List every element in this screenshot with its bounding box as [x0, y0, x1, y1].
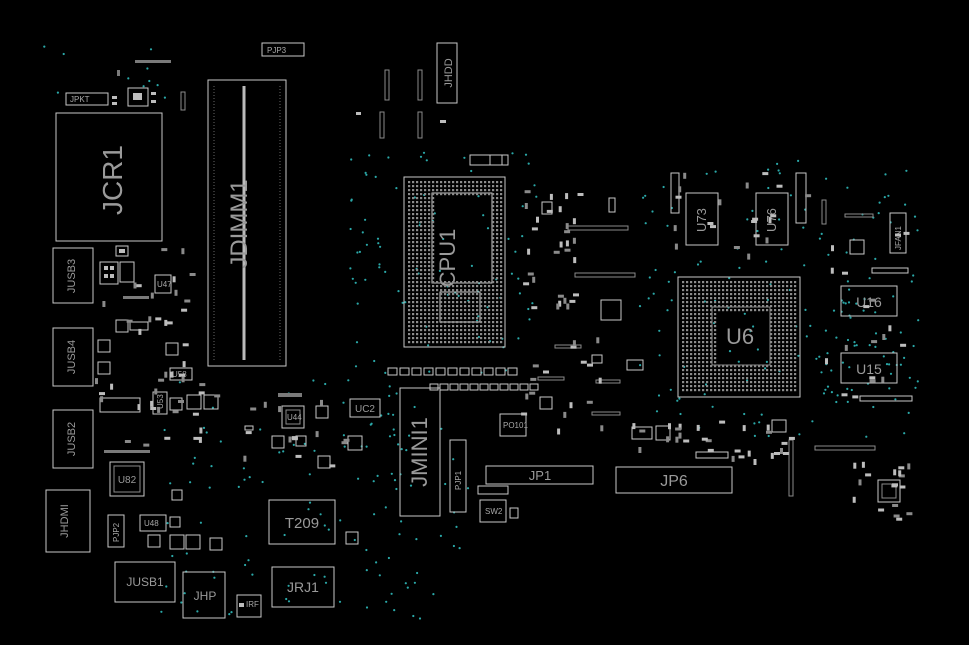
- cpu-top-parts: [469, 154, 509, 166]
- u6-label: U6: [726, 324, 754, 349]
- jusb4-label: JUSB4: [66, 340, 78, 374]
- u6-gpu[interactable]: U6: [677, 276, 801, 398]
- u76-memory-chip[interactable]: U76: [755, 192, 789, 246]
- jmini1-slot[interactable]: JMINI1: [399, 387, 441, 517]
- usb-area-parts: U47 U58 U53: [97, 245, 219, 453]
- u53-label: U53: [156, 394, 165, 409]
- sw2-label: SW2: [485, 507, 503, 516]
- jhp-label: JHP: [194, 589, 217, 603]
- u47-label: U47: [157, 280, 172, 289]
- jusb3-connector[interactable]: JUSB3: [52, 247, 94, 304]
- cpu-capacitor-row: [387, 367, 539, 391]
- u15-memory-chip[interactable]: U15: [840, 352, 898, 384]
- u73-label: U73: [694, 208, 709, 232]
- jusb4-connector[interactable]: JUSB4: [52, 327, 94, 387]
- u73-memory-chip[interactable]: U73: [685, 192, 719, 246]
- uc2-label: UC2: [355, 404, 375, 415]
- u48-label: U48: [144, 519, 159, 528]
- mid-left-parts: [244, 393, 363, 545]
- jrj1-label: JRJ1: [287, 579, 319, 595]
- right-side-parts: [695, 395, 913, 503]
- u82-chip[interactable]: U82: [109, 461, 145, 497]
- jusb2-connector[interactable]: JUSB2: [52, 409, 94, 469]
- jcr1-card-reader[interactable]: JCR1: [55, 112, 163, 242]
- pjp2-label: PJP2: [112, 522, 121, 542]
- jfan1-label: JFAN1: [894, 225, 903, 250]
- jp6-label: JP6: [660, 473, 688, 490]
- irf-label: IRF: [246, 600, 259, 609]
- mid-parts: [537, 197, 671, 441]
- u82-label: U82: [118, 475, 137, 486]
- jusb1-label: JUSB1: [126, 575, 164, 589]
- jcr1-label: JCR1: [97, 145, 128, 215]
- u15-label: U15: [856, 361, 882, 377]
- jhp-connector[interactable]: JHP: [182, 571, 226, 619]
- jusb1-connector[interactable]: JUSB1: [114, 561, 176, 603]
- via-field: [43, 45, 920, 620]
- t209-label: T209: [285, 515, 319, 532]
- pjp3-jumper[interactable]: PJP3: [261, 42, 305, 57]
- u48-area-parts: [147, 489, 223, 551]
- irf-sensor[interactable]: IRF: [236, 594, 262, 618]
- jpkt-label: JPKT: [70, 95, 90, 104]
- jdimm1-memory-slot[interactable]: JDIMM1: [207, 79, 287, 367]
- jfan1-area-parts: [844, 213, 909, 274]
- jdimm1-label: JDIMM1: [226, 179, 253, 268]
- u44-chip[interactable]: U44: [281, 405, 305, 429]
- t209-transformer[interactable]: T209: [268, 499, 336, 545]
- uc2-chip[interactable]: UC2: [349, 398, 381, 418]
- jhdmi-connector[interactable]: JHDMI: [45, 489, 91, 553]
- jhdd-connector[interactable]: JHDD: [436, 42, 458, 104]
- jhdd-area-parts: [356, 69, 446, 139]
- jhdd-label: JHDD: [443, 58, 455, 87]
- pjp1-label: PJP1: [454, 470, 463, 490]
- jusb2-label: JUSB2: [66, 422, 78, 456]
- jusb3-label: JUSB3: [66, 259, 78, 293]
- jcr1-top-parts: [112, 60, 186, 111]
- pjp1-jumper[interactable]: PJP1: [449, 439, 467, 513]
- u48-chip[interactable]: U48: [139, 514, 167, 532]
- jp6-connector[interactable]: JP6: [615, 466, 733, 494]
- u44-label: U44: [287, 413, 302, 422]
- jp1-label: JP1: [529, 468, 551, 483]
- pjp2-jumper[interactable]: PJP2: [107, 514, 125, 548]
- memory-side-parts: [670, 172, 827, 225]
- pjp3-label: PJP3: [267, 46, 287, 55]
- sw2-area-parts: [477, 485, 519, 519]
- u16-label: U16: [856, 294, 882, 310]
- cpu1-processor[interactable]: CPU1: [403, 176, 506, 348]
- jmini1-label: JMINI1: [407, 417, 432, 487]
- po101-label: PO101: [503, 421, 528, 430]
- jp1-connector[interactable]: JP1: [485, 465, 594, 485]
- jhdmi-label: JHDMI: [59, 504, 71, 538]
- u16-memory-chip[interactable]: U16: [840, 285, 898, 317]
- sw2-switch[interactable]: SW2: [479, 499, 507, 523]
- jrj1-ethernet-jack[interactable]: JRJ1: [271, 566, 335, 608]
- cpu1-label: CPU1: [435, 229, 460, 288]
- po101-part[interactable]: PO101: [499, 413, 528, 437]
- jpkt-connector[interactable]: JPKT: [65, 92, 109, 106]
- passive-components: [95, 172, 913, 521]
